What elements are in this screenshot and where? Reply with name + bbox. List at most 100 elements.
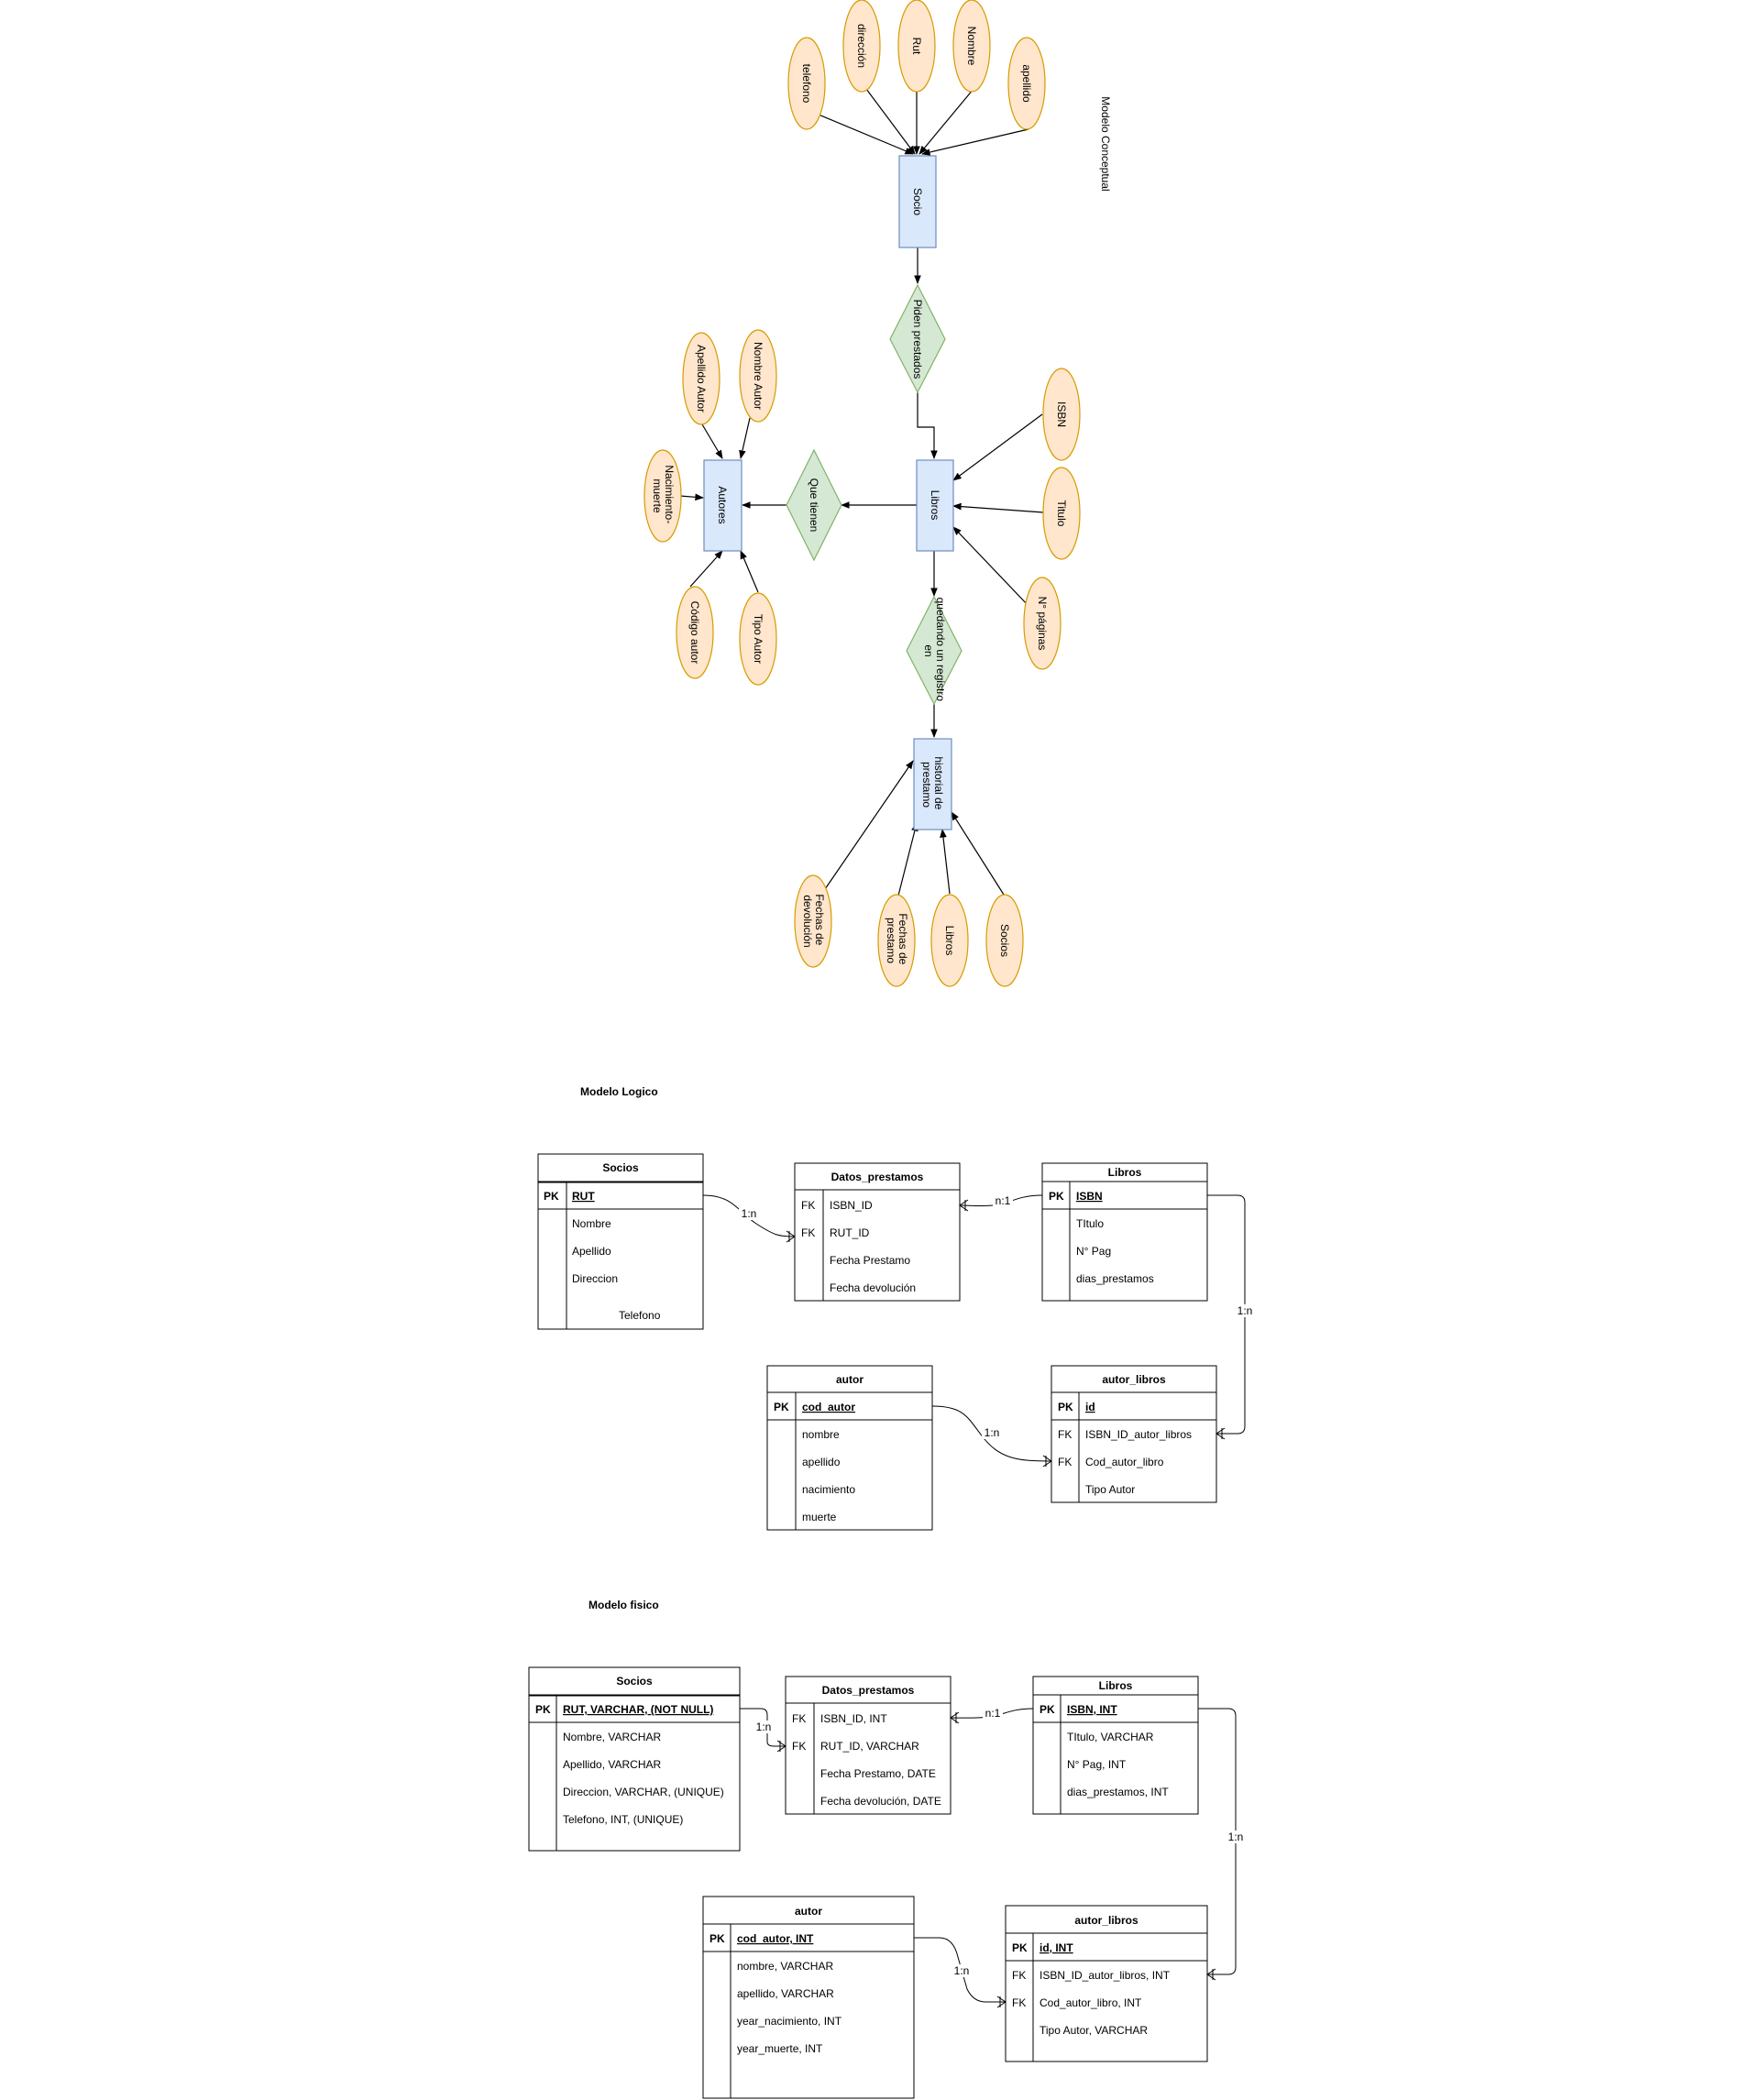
attr-fechas-devolucion-line2: devolución <box>801 895 814 947</box>
logical-model: Socios PK RUT Nombre Apellido Direccion … <box>537 1153 1255 1531</box>
attr-nacimiento-line2: muerte <box>651 478 664 513</box>
edge-nombreautor-autores <box>739 417 751 459</box>
attr-telefono: telefono <box>800 64 813 104</box>
attr-apellido-shape <box>1007 37 1046 130</box>
logical-libros-row: TItulo <box>1076 1217 1104 1230</box>
physical-autor-row: year_muerte, INT <box>737 2042 823 2055</box>
physical-libros-row: dias_prestamos, INT <box>1067 1786 1169 1798</box>
attr-socios: Socios <box>998 924 1011 957</box>
entity-historial-label: historial de prestamo <box>920 756 945 812</box>
physical-libros-pk-key: PK <box>1040 1703 1055 1716</box>
logical-label-libros-datos: n:1 <box>996 1194 1011 1207</box>
physical-label-libros-datos: n:1 <box>985 1707 1001 1720</box>
physical-socios-pk-key: PK <box>535 1703 551 1716</box>
edge-piden-libros <box>917 392 938 459</box>
physical-model: Socios PK RUT, VARCHAR, (NOT NULL) Nombr… <box>528 1666 1246 2099</box>
attr-tipo-autor: Tipo Autor <box>752 614 764 664</box>
logical-label-libros-autor-libros: 1:n <box>1238 1304 1253 1317</box>
logical-socios-row: Direccion <box>572 1272 618 1285</box>
attr-apellido: apellido <box>1020 64 1033 103</box>
logical-connector-labels: 1:n n:1 1:n 1:n <box>739 1194 1255 1439</box>
attr-apellidoautor-shape <box>682 332 720 425</box>
edge-socios-historial <box>951 811 1005 896</box>
conceptual-model: Socio Libros Autores historial de presta… <box>644 0 1112 987</box>
logical-autor-row: muerte <box>802 1511 837 1523</box>
physical-datos-field: Fecha devolución, DATE <box>820 1795 941 1808</box>
physical-socios-row: Apellido, VARCHAR <box>563 1758 661 1771</box>
attr-fdevolucion-shape <box>794 874 832 968</box>
logical-label-socios-datos: 1:n <box>742 1207 757 1220</box>
physical-autor-row: apellido, VARCHAR <box>737 1987 834 2000</box>
attr-socios-shape <box>985 894 1024 987</box>
logical-datos-field: Fecha devolución <box>830 1281 916 1294</box>
relation-quedando-line1: quedando un registro <box>934 598 947 702</box>
attr-fechas-prestamo: Fechas de prestamo <box>885 913 909 967</box>
conceptual-model-title: Modelo Conceptual <box>1099 96 1112 191</box>
entity-libros: Libros <box>916 459 954 552</box>
logical-autor-libros-pk-field: id <box>1085 1401 1095 1413</box>
logical-edge-libros-datos-crowfoot <box>959 1199 969 1212</box>
logical-socios-row: Nombre <box>572 1217 611 1230</box>
physical-label-autor-autor-libros: 1:n <box>954 1964 970 1977</box>
relation-piden: Piden prestados <box>889 283 946 394</box>
relation-piden-label: Piden prestados <box>911 300 924 379</box>
physical-socios-row: Nombre, VARCHAR <box>563 1731 661 1743</box>
logical-socios-extra: Telefono <box>619 1309 661 1322</box>
logical-table-autor-libros: autor_libros PK id FK ISBN_ID_autor_libr… <box>1050 1365 1217 1503</box>
edge-apellidoautor-autores <box>701 423 723 459</box>
logical-autor-pk-key: PK <box>774 1401 789 1413</box>
physical-edge-libros-autor-libros-crowfoot <box>1206 1968 1216 1981</box>
attr-libros: Libros <box>943 926 956 956</box>
attr-apellido-autor: Apellido Autor <box>695 345 708 412</box>
logical-socios-pk-key: PK <box>544 1190 559 1203</box>
attr-nacimiento-shape <box>644 449 682 543</box>
logical-model-title: Modelo Logico <box>580 1085 658 1098</box>
logical-label-autor-autor-libros: 1:n <box>984 1426 1000 1439</box>
physical-edge-libros-datos-crowfoot <box>950 1711 960 1724</box>
attr-nombre: Nombre <box>965 27 978 66</box>
attr-nombre-autor: Nombre Autor <box>752 342 764 410</box>
conceptual-edges <box>679 88 1044 896</box>
logical-datos-key: FK <box>801 1226 815 1239</box>
edge-tipo-autores <box>740 550 759 593</box>
logical-autor-libros-key: FK <box>1058 1428 1072 1441</box>
attr-titulo-shape <box>1042 467 1081 560</box>
logical-datos-title: Datos_prestamos <box>831 1171 924 1183</box>
relation-que-tienen: Que tienen <box>786 448 842 562</box>
entity-historial: historial de prestamo <box>913 738 952 830</box>
entity-socio-label: Socio <box>911 188 924 215</box>
conceptual-attribute-shapes <box>644 0 1081 987</box>
physical-datos-key: FK <box>792 1712 806 1725</box>
attr-nacimiento: Nacimiento- muerte <box>651 465 676 526</box>
physical-table-socios: Socios PK RUT, VARCHAR, (NOT NULL) Nombr… <box>528 1666 741 1852</box>
attr-npaginas: N° páginas <box>1036 597 1049 651</box>
relation-quedando: quedando un registro en <box>906 595 962 706</box>
physical-autor-libros-field: ISBN_ID_autor_libros, INT <box>1040 1969 1171 1982</box>
physical-label-libros-autor-libros: 1:n <box>1228 1831 1244 1843</box>
edge-codigo-autores <box>689 550 723 588</box>
attr-tipo-shape <box>739 592 777 686</box>
entity-autores-label: Autores <box>716 486 729 523</box>
logical-edge-autor-autor-libros-crowfoot <box>1042 1455 1052 1468</box>
physical-table-libros: Libros PK ISBN, INT TItulo, VARCHAR N° P… <box>1032 1676 1199 1815</box>
logical-autor-libros-pk-key: PK <box>1058 1401 1073 1413</box>
logical-edge-autor-autor-libros <box>931 1405 1052 1462</box>
physical-autor-pk-key: PK <box>710 1932 725 1945</box>
physical-edge-socios-datos-crowfoot <box>776 1740 786 1753</box>
physical-autor-libros-field: Cod_autor_libro, INT <box>1040 1996 1142 2009</box>
attr-direccion: dirección <box>855 24 868 68</box>
physical-table-autor-libros: autor_libros PK id, INT FK ISBN_ID_autor… <box>1005 1905 1208 2062</box>
attr-codigo-shape <box>676 586 714 679</box>
physical-datos-field: ISBN_ID, INT <box>820 1712 887 1725</box>
physical-datos-field: Fecha Prestamo, DATE <box>820 1767 936 1780</box>
attr-rut: Rut <box>910 38 923 55</box>
physical-libros-pk-field: ISBN, INT <box>1067 1703 1117 1716</box>
entity-socio: Socio <box>898 155 937 248</box>
logical-autor-libros-field: Cod_autor_libro <box>1085 1456 1164 1468</box>
logical-datos-key: FK <box>801 1199 815 1212</box>
entity-libros-label: Libros <box>929 490 941 521</box>
attr-fechas-prestamo-line2: prestamo <box>885 918 897 963</box>
logical-autor-libros-field: Tipo Autor <box>1085 1483 1135 1496</box>
logical-autor-row: apellido <box>802 1456 841 1468</box>
